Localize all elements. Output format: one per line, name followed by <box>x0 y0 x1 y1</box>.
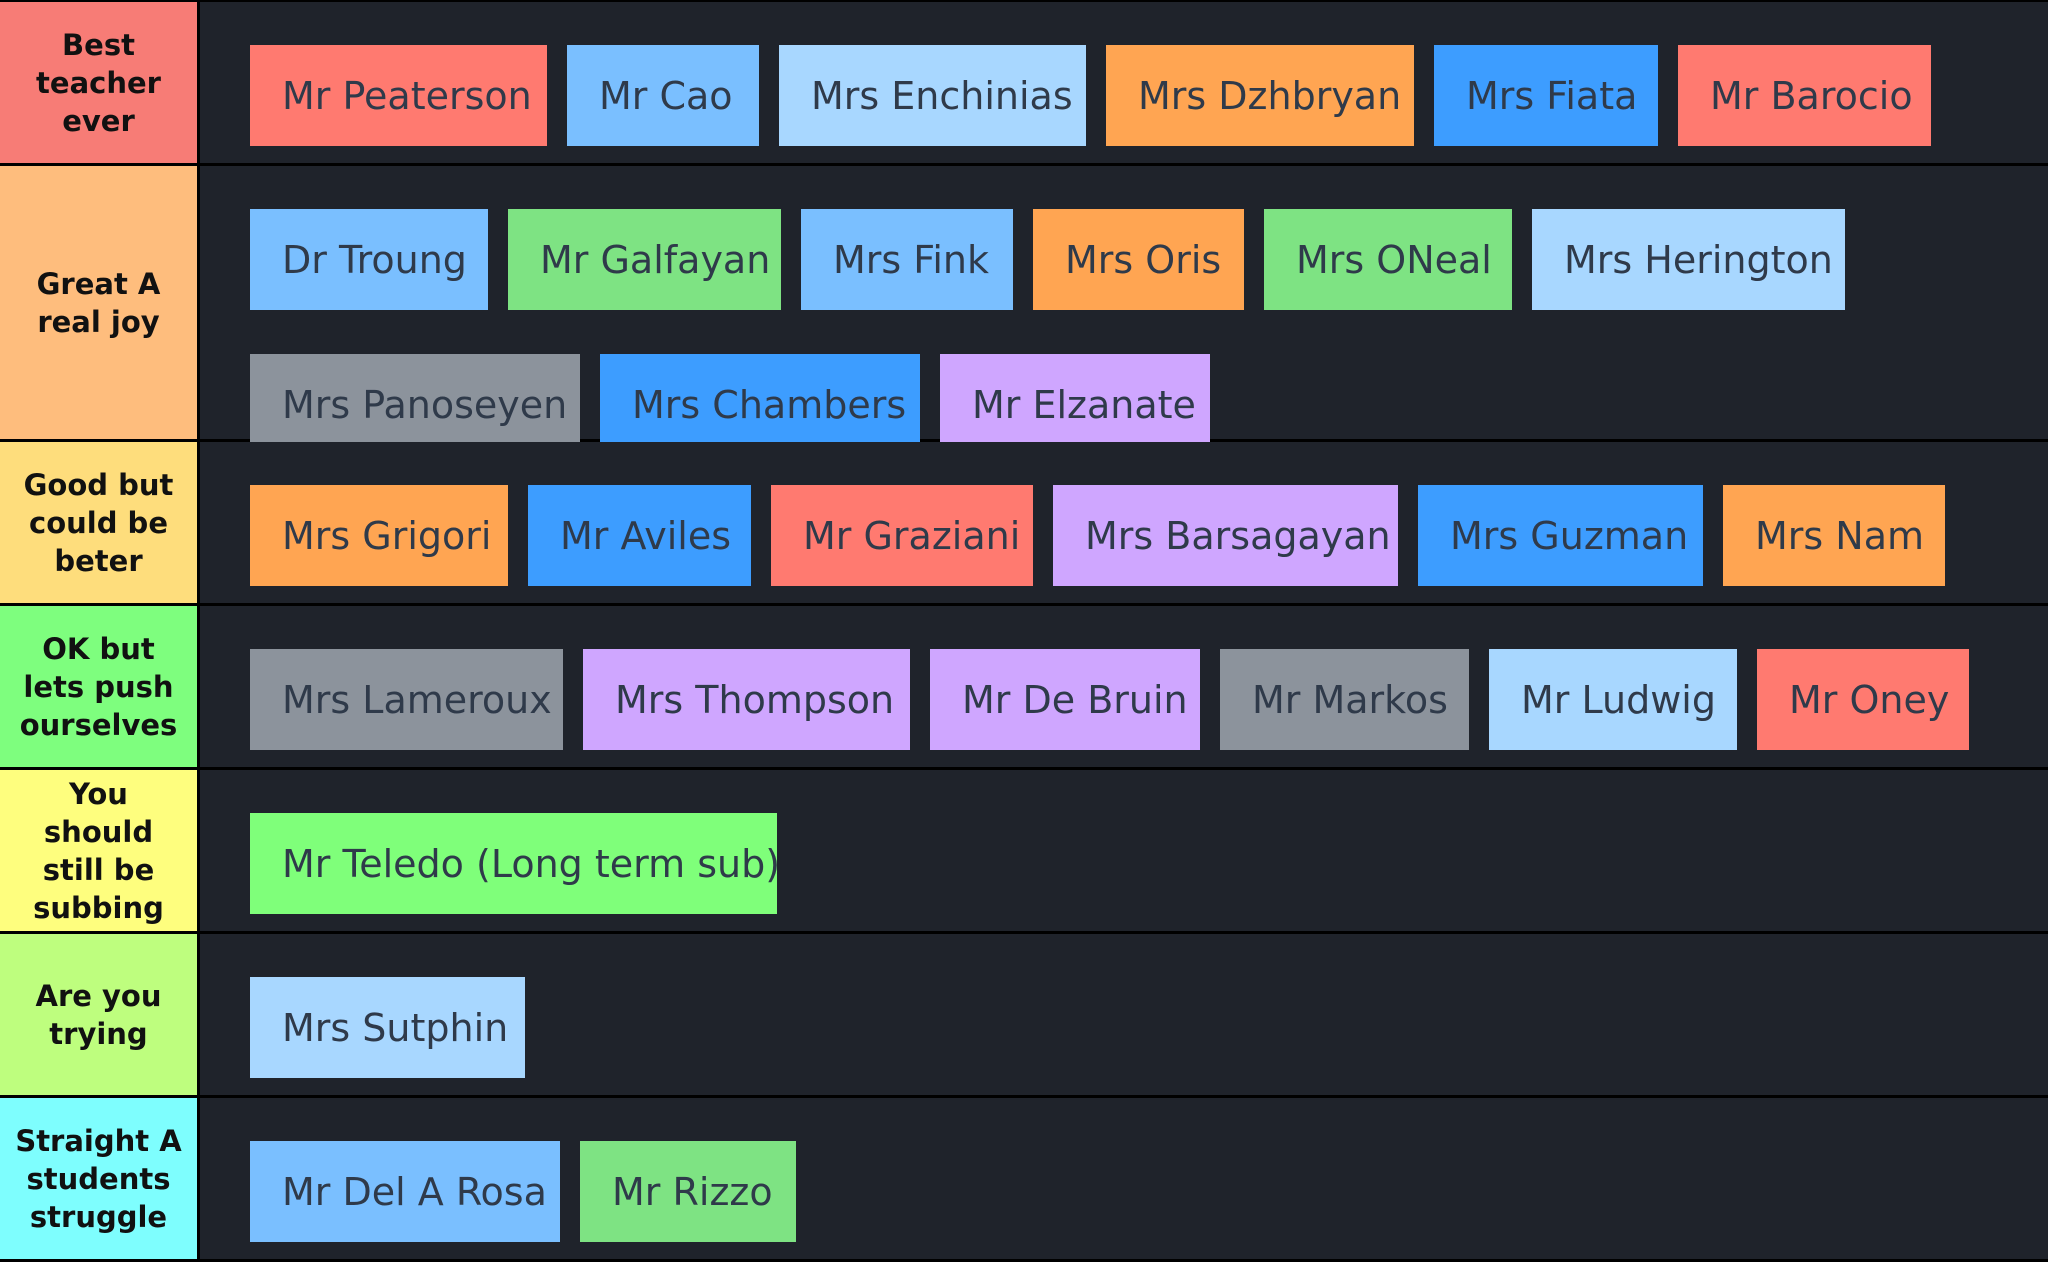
teacher-card[interactable]: Mr Peaterson <box>250 45 547 146</box>
teacher-card[interactable]: Mr Cao <box>567 45 759 146</box>
tier-label[interactable]: Are you trying <box>0 934 200 1095</box>
teacher-card[interactable]: Mr Del A Rosa <box>250 1141 560 1242</box>
tier-label[interactable]: Best teacher ever <box>0 2 200 163</box>
teacher-card[interactable]: Mrs Fiata <box>1434 45 1658 146</box>
teacher-card[interactable]: Dr Troung <box>250 209 488 310</box>
teacher-card[interactable]: Mrs Lameroux <box>250 649 563 750</box>
tier-items-dropzone[interactable]: Mrs Sutphin <box>200 934 2048 1095</box>
tier-row: You should still be subbing Mr Teledo (Lo… <box>0 770 2048 934</box>
teacher-card[interactable]: Mrs Herington <box>1532 209 1845 310</box>
teacher-card[interactable]: Mrs Enchinias <box>779 45 1086 146</box>
teacher-card[interactable]: Mr Ludwig <box>1489 649 1737 750</box>
teacher-card[interactable]: Mr Graziani <box>771 485 1033 586</box>
teacher-card[interactable]: Mrs Thompson <box>583 649 910 750</box>
teacher-card[interactable]: Mr Markos <box>1220 649 1469 750</box>
teacher-card[interactable]: Mrs Dzhbryan <box>1106 45 1414 146</box>
teacher-card[interactable]: Mrs Nam <box>1723 485 1945 586</box>
teacher-card[interactable]: Mrs Fink <box>801 209 1013 310</box>
teacher-card[interactable]: Mr Elzanate <box>940 354 1210 455</box>
teacher-card[interactable]: Mrs ONeal <box>1264 209 1512 310</box>
teacher-card[interactable]: Mrs Grigori <box>250 485 508 586</box>
tier-label[interactable]: OK but lets push ourselves <box>0 606 200 767</box>
teacher-card[interactable]: Mr Teledo (Long term sub) <box>250 813 780 914</box>
teacher-card[interactable]: Mr Oney <box>1757 649 1969 750</box>
tier-row: Are you trying Mrs Sutphin <box>0 934 2048 1098</box>
tier-label[interactable]: You should still be subbing <box>0 770 200 931</box>
teacher-card[interactable]: Mrs Panoseyen <box>250 354 580 455</box>
teacher-card[interactable]: Mr Rizzo <box>580 1141 796 1242</box>
teacher-card[interactable]: Mr De Bruin <box>930 649 1200 750</box>
tier-label[interactable]: Good but could be beter <box>0 442 200 603</box>
tier-label[interactable]: Great A real joy <box>0 166 200 439</box>
teacher-card[interactable]: Mrs Chambers <box>600 354 920 455</box>
teacher-card[interactable]: Mr Galfayan <box>508 209 781 310</box>
teacher-card[interactable]: Mrs Guzman <box>1418 485 1703 586</box>
teacher-card[interactable]: Mr Aviles <box>528 485 751 586</box>
tier-items-dropzone[interactable]: Mr Teledo (Long term sub) <box>200 770 2048 931</box>
teacher-card[interactable]: Mrs Barsagayan <box>1053 485 1398 586</box>
teacher-card[interactable]: Mr Barocio <box>1678 45 1931 146</box>
teacher-card[interactable]: Mrs Oris <box>1033 209 1244 310</box>
tier-label[interactable]: Straight A students struggle <box>0 1098 200 1259</box>
teacher-card[interactable]: Mrs Sutphin <box>250 977 525 1078</box>
